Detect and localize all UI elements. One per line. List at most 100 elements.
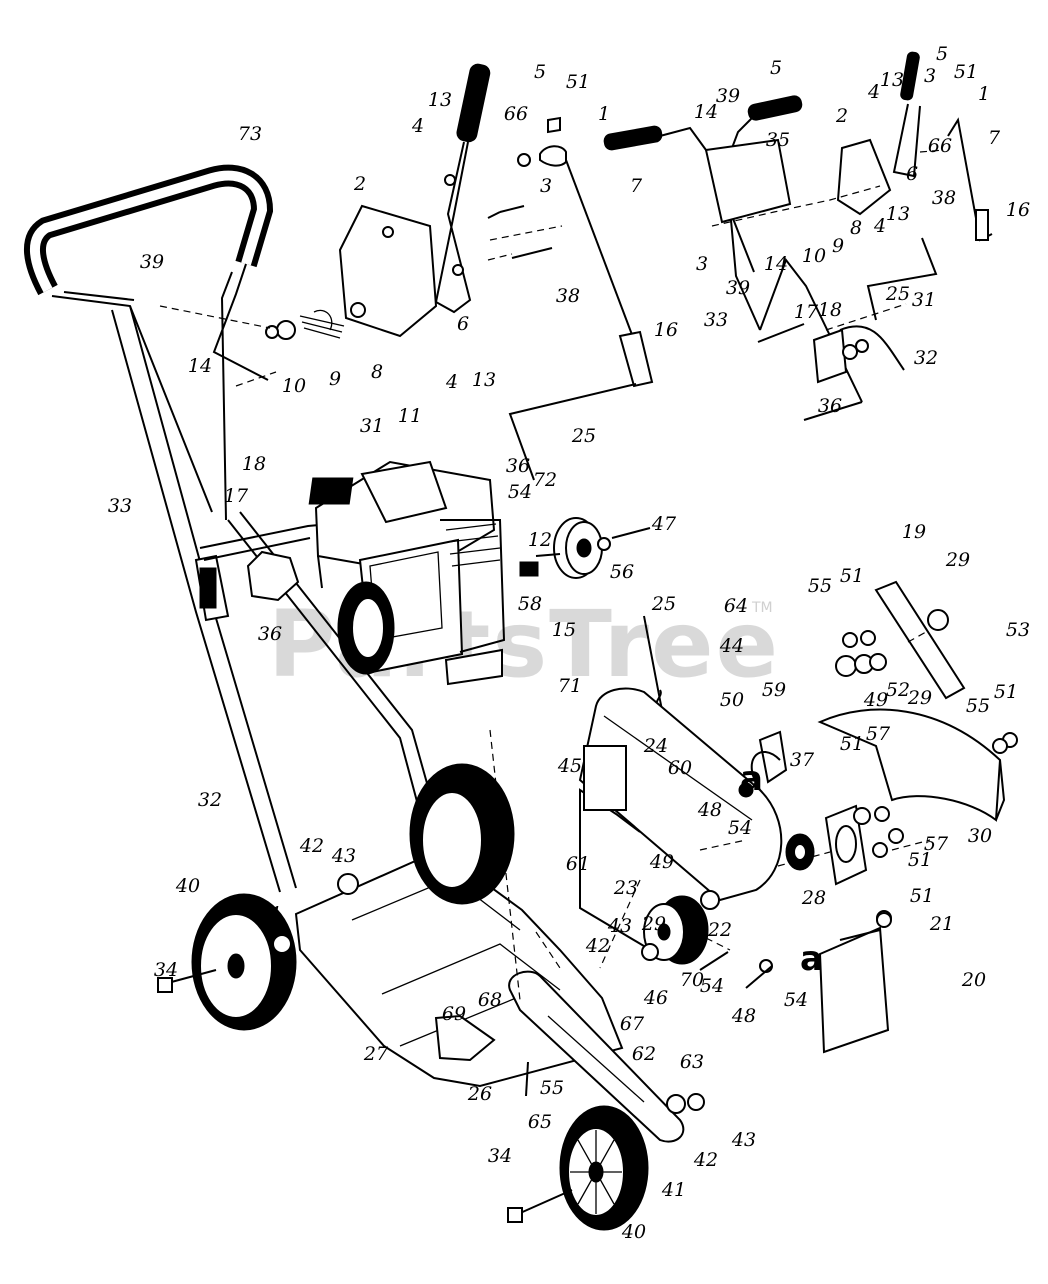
control-lever-assembly — [265, 63, 654, 481]
blade-pulley — [641, 890, 720, 965]
front-wheel — [507, 1105, 649, 1231]
callout-3: 3 — [924, 65, 936, 87]
callout-71: 71 — [558, 675, 582, 697]
callout-33: 33 — [704, 309, 728, 331]
callout-5: 5 — [770, 57, 782, 79]
callout-32: 32 — [198, 789, 222, 811]
callout-40: 40 — [621, 1221, 646, 1243]
callout-53: 53 — [1006, 619, 1030, 641]
callout-10: 10 — [802, 245, 826, 267]
deflector-plate — [818, 926, 890, 1054]
callout-16: 16 — [654, 319, 678, 341]
callout-51: 51 — [566, 71, 590, 93]
callout-47: 47 — [651, 513, 677, 535]
callout-38: 38 — [556, 285, 580, 307]
callout-28: 28 — [801, 887, 826, 909]
callout-11: 11 — [398, 405, 422, 427]
callout-7: 7 — [630, 175, 643, 197]
callout-25: 25 — [571, 425, 596, 447]
callout-54: 54 — [784, 989, 808, 1011]
blade-guard — [817, 708, 1006, 822]
guard-bracket — [874, 580, 966, 700]
callout-59: 59 — [762, 679, 786, 701]
callout-27: 27 — [363, 1043, 389, 1065]
callout-54: 54 — [728, 817, 752, 839]
upper-handle — [23, 164, 274, 521]
callout-13: 13 — [428, 89, 452, 111]
callout-29: 29 — [945, 549, 970, 571]
callout-21: 21 — [929, 913, 954, 935]
callout-66: 66 — [504, 103, 528, 125]
callout-56: 56 — [610, 561, 634, 583]
callout-17: 17 — [224, 485, 249, 507]
callout-51: 51 — [954, 61, 978, 83]
callout-51: 51 — [908, 849, 932, 871]
callout-40: 40 — [175, 875, 200, 897]
callout-37: 37 — [790, 749, 815, 771]
callout-13: 13 — [880, 69, 904, 91]
callout-51: 51 — [840, 565, 864, 587]
callout-6: 6 — [906, 163, 918, 185]
callout-72: 72 — [533, 469, 557, 491]
callout-43: 43 — [331, 845, 356, 867]
callout-15: 15 — [552, 619, 576, 641]
belt-cover — [578, 687, 783, 953]
callout-66: 66 — [928, 135, 952, 157]
callout-51: 51 — [840, 733, 864, 755]
callout-9: 9 — [329, 368, 341, 390]
callout-32: 32 — [914, 347, 938, 369]
callout-22: 22 — [707, 919, 732, 941]
callout-39: 39 — [140, 251, 164, 273]
callout-70: 70 — [680, 969, 704, 991]
engine — [308, 460, 506, 686]
callout-3: 3 — [540, 175, 552, 197]
callout-31: 31 — [360, 415, 384, 437]
callout-30: 30 — [968, 825, 992, 847]
callout-31: 31 — [912, 289, 936, 311]
callout-49: 49 — [649, 851, 674, 873]
callout-65: 65 — [528, 1111, 552, 1133]
view-letter-a-upper: a — [740, 759, 763, 799]
callout-5: 5 — [936, 43, 948, 65]
callout-19: 19 — [902, 521, 926, 543]
callout-48: 48 — [697, 799, 722, 821]
callout-55: 55 — [540, 1077, 564, 1099]
callout-20: 20 — [961, 969, 986, 991]
callout-52: 52 — [886, 679, 910, 701]
callout-29: 29 — [641, 913, 666, 935]
callout-23: 23 — [613, 877, 638, 899]
callout-44: 44 — [719, 635, 744, 657]
callout-12: 12 — [528, 529, 552, 551]
callout-8: 8 — [371, 361, 383, 383]
callout-54: 54 — [700, 975, 724, 997]
callout-26: 26 — [467, 1083, 492, 1105]
callout-13: 13 — [886, 203, 910, 225]
watermark-trademark: TM — [751, 600, 773, 616]
callout-7: 7 — [988, 127, 1001, 149]
callout-1: 1 — [978, 83, 990, 105]
callout-36: 36 — [818, 395, 842, 417]
callout-50: 50 — [720, 689, 744, 711]
callout-68: 68 — [478, 989, 502, 1011]
callout-41: 41 — [257, 903, 282, 925]
callout-69: 69 — [442, 1003, 466, 1025]
callout-54: 54 — [508, 481, 532, 503]
rear-wheel — [157, 893, 297, 1031]
callout-41: 41 — [661, 1179, 686, 1201]
callout-49: 49 — [863, 689, 888, 711]
handle-detail-inset — [603, 51, 993, 421]
callout-35: 35 — [766, 129, 790, 151]
callout-61: 61 — [566, 853, 590, 875]
callout-24: 24 — [643, 735, 668, 757]
bracket — [246, 550, 300, 602]
callout-29: 29 — [907, 687, 932, 709]
drive-wheel — [409, 763, 515, 905]
callout-55: 55 — [808, 575, 832, 597]
callout-73: 73 — [238, 123, 262, 145]
callout-57: 57 — [924, 833, 949, 855]
callout-34: 34 — [154, 959, 178, 981]
callout-55: 55 — [966, 695, 990, 717]
callout-1: 1 — [598, 103, 610, 125]
callout-25: 25 — [651, 593, 676, 615]
